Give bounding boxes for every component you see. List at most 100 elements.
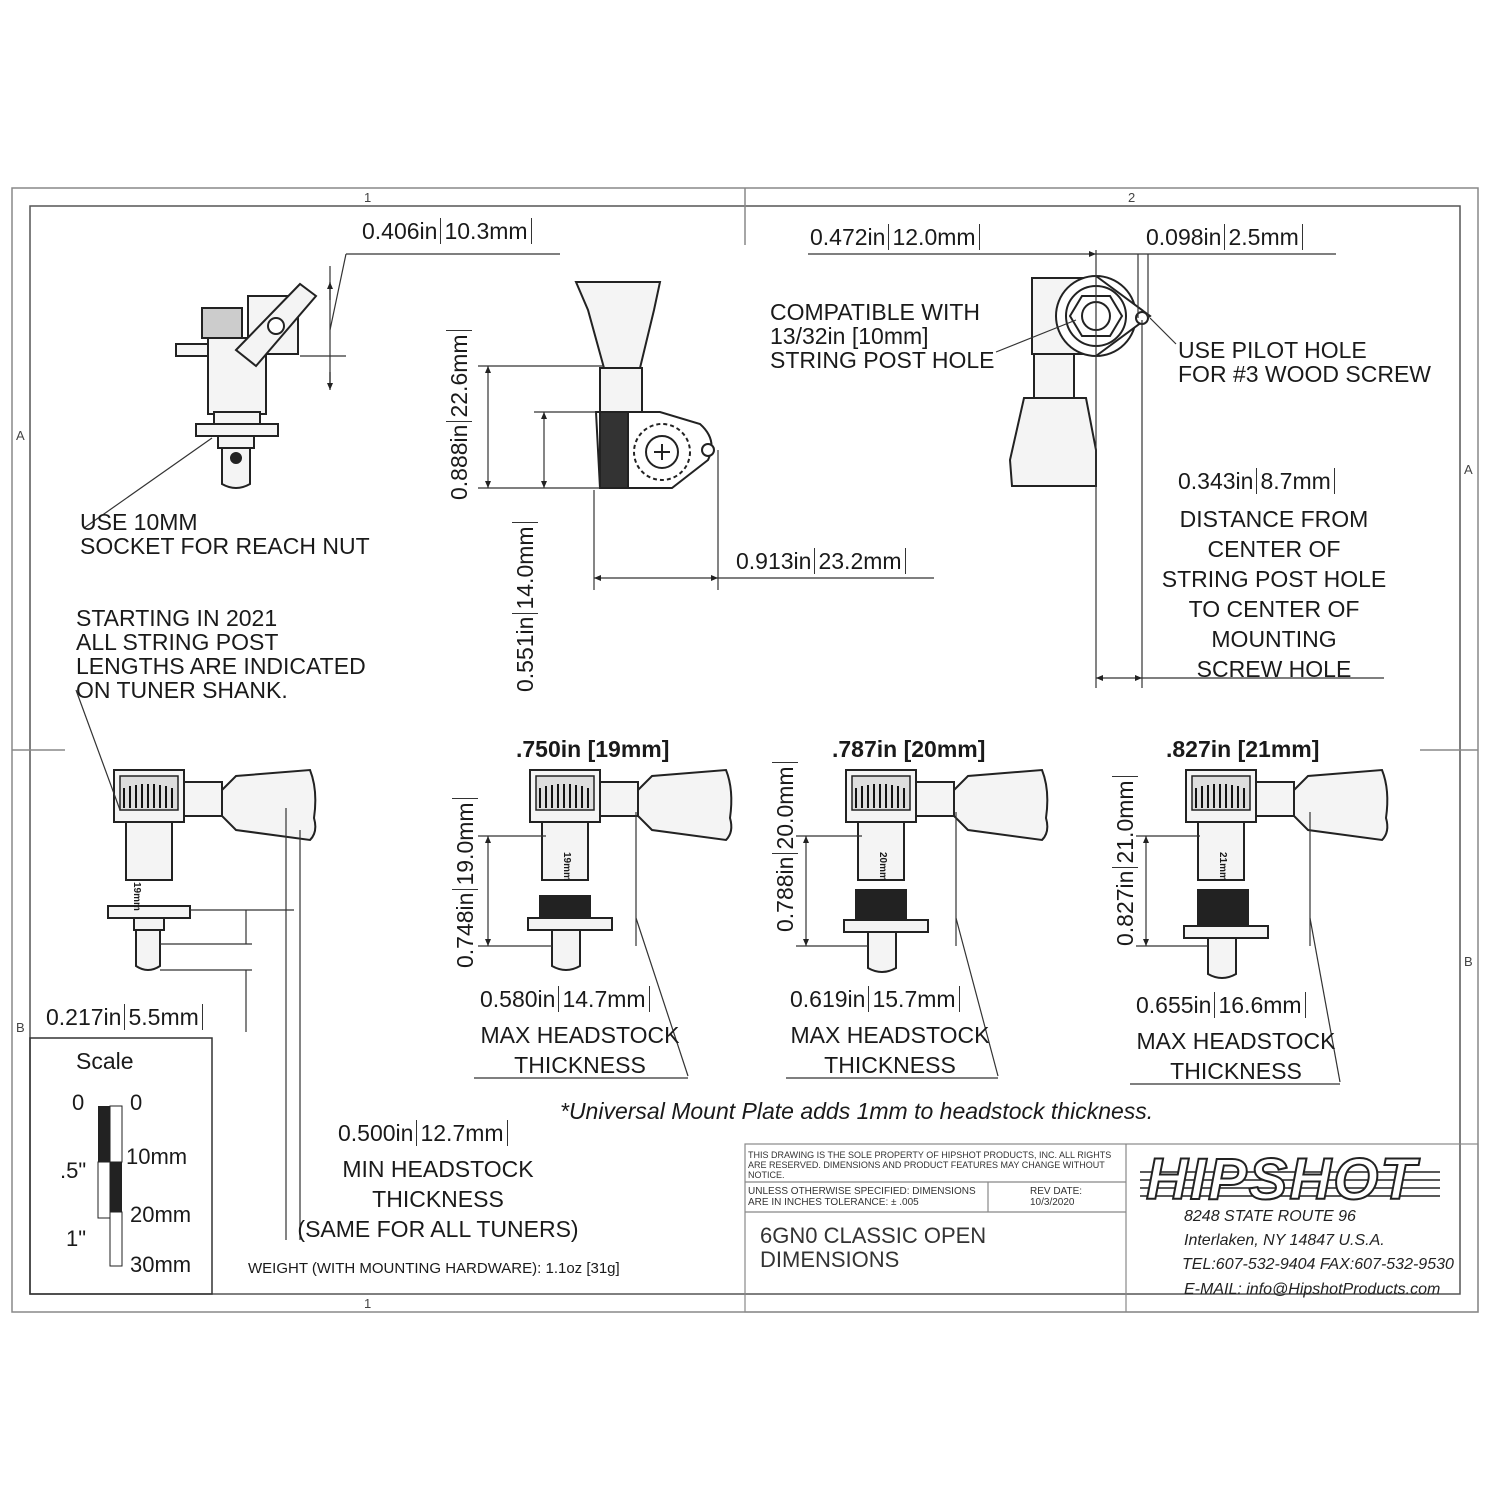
distance-note-line2: CENTER OF — [1207, 536, 1341, 562]
shank-mark-left: 19mm — [131, 882, 142, 911]
dim-reach-nut-mm: 10.3mm — [440, 218, 532, 244]
max-note-21: MAX HEADSTOCK THICKNESS — [1116, 1026, 1356, 1086]
scale-mm-0: 0 — [130, 1090, 143, 1115]
dim-pilot-mm: 2.5mm — [1224, 224, 1303, 250]
compat-note-line2: 13/32in [10mm] — [770, 323, 929, 349]
min-headstock-line3: (SAME FOR ALL TUNERS) — [297, 1216, 579, 1242]
rev-date-block: REV DATE: 10/3/2020 — [1030, 1186, 1082, 1208]
zone-row-b-right: B — [1464, 954, 1473, 969]
rev-date: 10/3/2020 — [1030, 1197, 1075, 1208]
zone-row-a-left: A — [16, 428, 25, 443]
drawing-title: 6GN0 CLASSIC OPEN DIMENSIONS — [760, 1224, 986, 1272]
dim-post-19: 0.748in19.0mm — [452, 798, 479, 968]
max-note-21-line2: THICKNESS — [1170, 1058, 1302, 1084]
tuner-21mm-view — [1183, 769, 1389, 979]
logo-speed-lines — [1140, 1171, 1440, 1197]
compat-note-line1: COMPATIBLE WITH — [770, 299, 980, 325]
zone-row-a-right: A — [1464, 462, 1473, 477]
property-notice-line3: NOTICE. — [748, 1170, 785, 1180]
min-headstock-line1: MIN HEADSTOCK — [342, 1156, 534, 1182]
min-headstock-note: MIN HEADSTOCK THICKNESS (SAME FOR ALL TU… — [296, 1154, 580, 1244]
phone-fax: TEL:607-532-9404 FAX:607-532-9530 — [1182, 1256, 1454, 1273]
max-note-21-line1: MAX HEADSTOCK — [1136, 1028, 1336, 1054]
dim-height-upper-mm: 22.6mm — [446, 330, 472, 422]
shank-note-line3: LENGTHS ARE INDICATED — [76, 653, 366, 679]
tolerance-note-line1: UNLESS OTHERWISE SPECIFIED: DIMENSIONS — [748, 1186, 976, 1197]
zone-row-b-left: B — [16, 1020, 25, 1035]
universal-plate-footnote: *Universal Mount Plate adds 1mm to heads… — [560, 1098, 1154, 1124]
scale-bar — [97, 1105, 123, 1267]
max-dim-19-mm: 14.7mm — [558, 986, 650, 1012]
shank-mark-19: 19mm — [561, 852, 572, 881]
dim-width-mm: 23.2mm — [814, 548, 906, 574]
compat-note: COMPATIBLE WITH 13/32in [10mm] STRING PO… — [770, 300, 995, 372]
max-note-19: MAX HEADSTOCK THICKNESS — [460, 1020, 700, 1080]
pilot-note-line1: USE PILOT HOLE — [1178, 337, 1367, 363]
property-notice: THIS DRAWING IS THE SOLE PROPERTY OF HIP… — [748, 1150, 1111, 1180]
property-notice-line1: THIS DRAWING IS THE SOLE PROPERTY OF HIP… — [748, 1150, 1112, 1160]
distance-note-line6: SCREW HOLE — [1196, 656, 1352, 682]
tuner-side-view-left — [107, 769, 317, 971]
pilot-note: USE PILOT HOLE FOR #3 WOOD SCREW — [1178, 338, 1431, 386]
dim-top-width-mm: 12.0mm — [888, 224, 980, 250]
shank-mark-20: 20mm — [877, 852, 888, 881]
rev-label: REV DATE: — [1030, 1186, 1083, 1197]
shank-note-line2: ALL STRING POST — [76, 629, 279, 655]
dim-height-lower-mm: 14.0mm — [512, 522, 538, 614]
dim-post-21: 0.827in21.0mm — [1112, 776, 1139, 946]
distance-note-line4: TO CENTER OF — [1188, 596, 1360, 622]
hipshot-logo: HIPSHOT — [1145, 1146, 1418, 1213]
tuner-front-view — [574, 281, 715, 489]
shank-note-line4: ON TUNER SHANK. — [76, 677, 288, 703]
zone-col-1-bottom: 1 — [364, 1296, 372, 1311]
max-note-19-line1: MAX HEADSTOCK — [480, 1022, 680, 1048]
max-dim-20-mm: 15.7mm — [868, 986, 960, 1012]
max-note-20: MAX HEADSTOCK THICKNESS — [770, 1020, 1010, 1080]
dim-post-21-mm: 21.0mm — [1112, 776, 1138, 868]
title-21mm: .827in [21mm] — [1166, 736, 1320, 762]
socket-note-line1: USE 10MM — [80, 509, 198, 535]
min-headstock-line2: THICKNESS — [372, 1186, 504, 1212]
scale-in-half: .5" — [60, 1158, 87, 1183]
shank-note-line1: STARTING IN 2021 — [76, 605, 278, 631]
shank-mark-21: 21mm — [1217, 852, 1228, 881]
tolerance-note-line2: ARE IN INCHES TOLERANCE: ± .005 — [748, 1197, 919, 1208]
socket-note-line2: SOCKET FOR REACH NUT — [80, 533, 370, 559]
max-note-20-line1: MAX HEADSTOCK — [790, 1022, 990, 1048]
scale-mm-20: 20mm — [130, 1202, 192, 1227]
max-note-20-line2: THICKNESS — [824, 1052, 956, 1078]
tuner-19mm-view — [527, 769, 733, 971]
shank-note: STARTING IN 2021 ALL STRING POST LENGTHS… — [76, 606, 366, 702]
dim-reach-mm: 5.5mm — [124, 1004, 203, 1030]
scale-mm-30: 30mm — [130, 1252, 192, 1277]
max-dim-21-mm: 16.6mm — [1214, 992, 1306, 1018]
distance-note-line1: DISTANCE FROM — [1179, 506, 1369, 532]
tuner-top-view — [1008, 275, 1152, 487]
property-notice-line2: ARE RESERVED. DIMENSIONS AND PRODUCT FEA… — [748, 1160, 1105, 1170]
address-line2: Interlaken, NY 14847 U.S.A. — [1184, 1232, 1385, 1249]
scale-in-1: 1" — [66, 1226, 87, 1251]
weight-note: WEIGHT (WITH MOUNTING HARDWARE): 1.1oz [… — [248, 1260, 620, 1277]
tuner-angled-view — [175, 282, 318, 489]
drawing-title-line1: 6GN0 CLASSIC OPEN — [760, 1223, 987, 1248]
compat-note-line3: STRING POST HOLE — [770, 347, 995, 373]
title-20mm: .787in [20mm] — [832, 736, 986, 762]
zone-col-2: 2 — [1128, 190, 1136, 205]
distance-note-line5: MOUNTING — [1211, 626, 1337, 652]
email: E-MAIL: info@HipshotProducts.com — [1184, 1281, 1441, 1298]
pilot-note-line2: FOR #3 WOOD SCREW — [1178, 361, 1432, 387]
dim-post-20: 0.788in20.0mm — [772, 762, 799, 932]
max-note-19-line2: THICKNESS — [514, 1052, 646, 1078]
socket-note: USE 10MM SOCKET FOR REACH NUT — [80, 510, 370, 558]
